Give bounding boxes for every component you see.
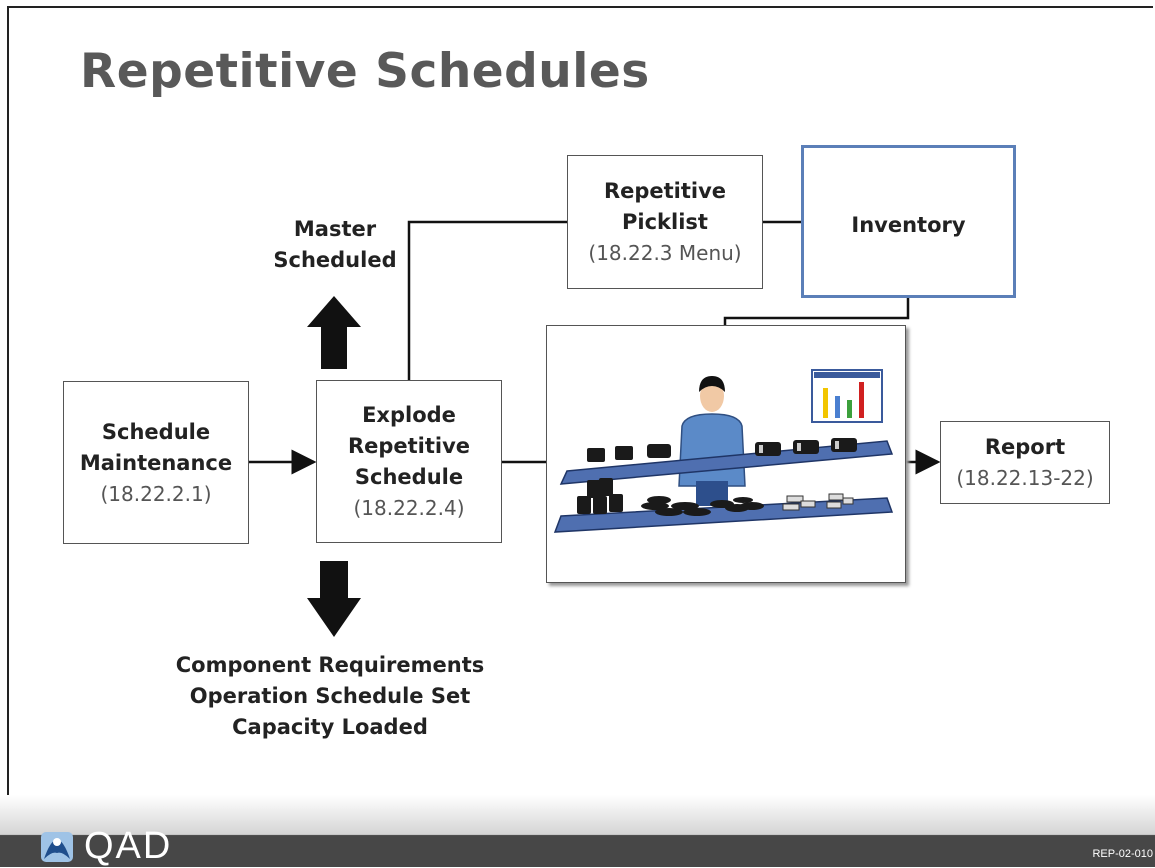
report-box: Report (18.22.13-22): [940, 421, 1110, 504]
workstation-illustration: [546, 325, 906, 583]
up-arrow-icon: [307, 296, 361, 369]
worker-icon: [678, 376, 746, 506]
schedule-maintenance-label-2: Maintenance: [79, 450, 233, 475]
repetitive-picklist-box: Repetitive Picklist (18.22.3 Menu): [567, 155, 763, 289]
inventory-box: Inventory: [801, 145, 1016, 298]
report-code: (18.22.13-22): [956, 466, 1094, 490]
master-scheduled-line-1: Master: [293, 217, 377, 241]
workstation-picture: [553, 369, 894, 533]
outcome-item: Component Requirements: [175, 653, 485, 677]
schedule-maintenance-label-1: Schedule: [101, 419, 211, 444]
brand-name: QAD: [84, 825, 173, 867]
line-inventory-to-workstation: [723, 298, 910, 326]
picklist-label-2: Picklist: [622, 210, 708, 234]
page-title: Repetitive Schedules: [80, 44, 650, 99]
explode-label-2: Repetitive: [347, 434, 471, 458]
schedule-maintenance-box: Schedule Maintenance (18.22.2.1): [63, 381, 249, 544]
outcome-item: Capacity Loaded: [232, 715, 428, 739]
master-scheduled-label: Master Scheduled: [255, 214, 415, 276]
footer-bar: [0, 795, 1155, 867]
qad-logo-icon: [41, 831, 73, 862]
picklist-label-1: Repetitive: [603, 179, 727, 203]
line-explode-to-picklist: [407, 220, 567, 380]
explode-code: (18.22.2.4): [353, 496, 465, 520]
chart-poster-icon: [811, 369, 883, 423]
report-label: Report: [984, 435, 1066, 459]
master-scheduled-line-2: Scheduled: [273, 248, 397, 272]
inventory-label: Inventory: [851, 213, 966, 237]
down-arrow-icon: [307, 561, 361, 637]
outcomes-list: Component Requirements Operation Schedul…: [140, 650, 520, 743]
fittings-icon: [782, 493, 854, 511]
qad-logo: QAD: [40, 825, 172, 868]
explode-label-3: Schedule: [354, 465, 464, 489]
lower-shelf-parts-icon: [577, 478, 764, 516]
slide-code: REP-02-010: [1092, 848, 1153, 860]
explode-label-1: Explode: [362, 403, 456, 427]
schedule-maintenance-code: (18.22.2.1): [100, 481, 212, 506]
picklist-code: (18.22.3 Menu): [588, 241, 742, 265]
outcome-item: Operation Schedule Set: [189, 684, 471, 708]
slide-frame: [7, 6, 1153, 866]
explode-repetitive-schedule-box: Explode Repetitive Schedule (18.22.2.4): [316, 380, 502, 543]
